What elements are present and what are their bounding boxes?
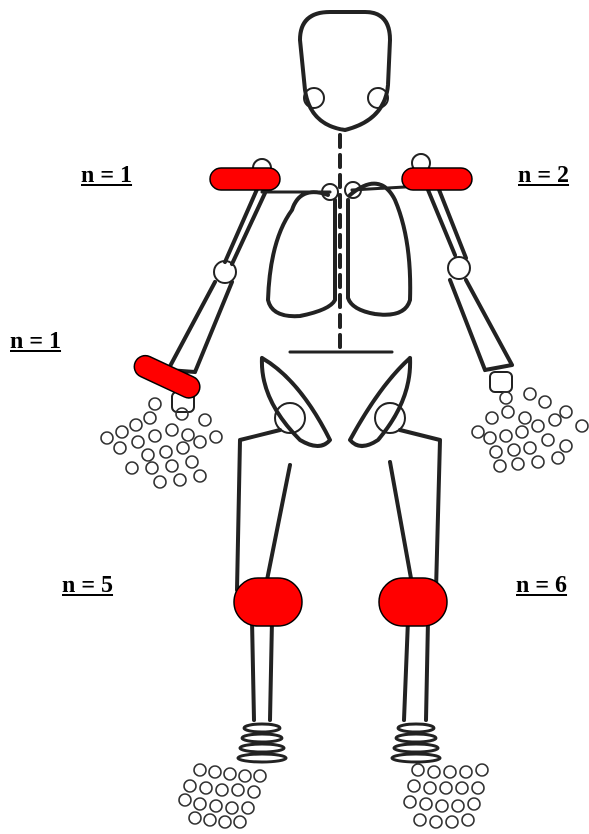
elbow-left [214, 261, 236, 283]
lung-right [348, 184, 410, 315]
thigh-right [390, 430, 440, 595]
hand-right-joints [472, 388, 588, 472]
label-left-knee: n = 5 [62, 573, 113, 597]
highlighted-joints [131, 168, 472, 626]
wrist-box-right [490, 372, 512, 392]
shin-right [404, 620, 428, 720]
forearm-right [450, 280, 512, 370]
label-left-wrist: n = 1 [10, 329, 61, 353]
hand-left-joints [101, 398, 222, 488]
label-right-shoulder: n = 2 [518, 163, 569, 187]
label-left-shoulder: n = 1 [81, 163, 132, 187]
upper-arm-left [225, 178, 272, 264]
forearm-left [168, 282, 232, 372]
foot-right-joints [404, 764, 488, 828]
foot-left-joints [179, 764, 266, 828]
shin-left [252, 620, 272, 720]
foot-right-stripes [392, 724, 440, 762]
label-right-knee: n = 6 [516, 573, 567, 597]
highlight-right-shoulder [402, 168, 472, 190]
highlight-left-wrist [131, 352, 204, 402]
highlight-right-knee [379, 578, 447, 626]
head [300, 12, 390, 130]
lung-left [268, 192, 335, 316]
highlight-left-shoulder [210, 168, 280, 190]
elbow-right [448, 257, 470, 279]
foot-left-stripes [238, 724, 286, 762]
highlight-left-knee [234, 578, 302, 626]
pelvis-right [350, 358, 410, 446]
thigh-left [237, 430, 290, 595]
